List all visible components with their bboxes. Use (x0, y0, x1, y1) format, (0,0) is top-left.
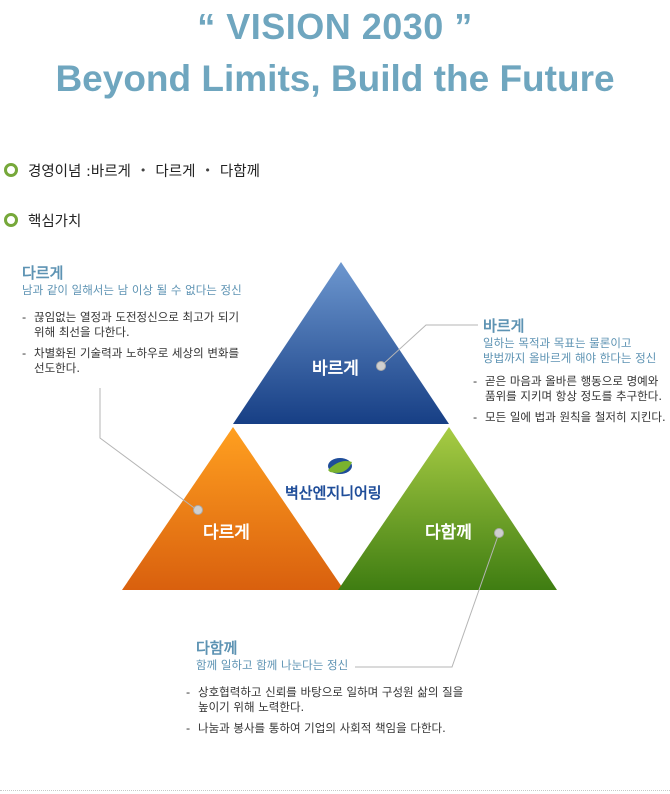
value-block-bareuge: 바르게 일하는 목적과 목표는 물론이고 방법까지 올바르게 해야 한다는 정신… (473, 316, 668, 425)
triangle-bareuge (233, 262, 449, 424)
bullet-ring-icon (4, 213, 18, 227)
vision-title: “ VISION 2030 ” (197, 6, 473, 47)
triangle-label-dareuge: 다르게 (203, 523, 250, 543)
value-item: - 끊임없는 열정과 도전정신으로 최고가 되기 위해 최선을 다한다. (22, 310, 240, 339)
value-block-dahamkke: 다함께 함께 일하고 함께 나눈다는 정신 - 상호협력하고 신뢰를 바탕으로 … (186, 638, 486, 736)
bullet-ring-icon (4, 163, 18, 177)
value-subtitle: 일하는 목적과 목표는 물론이고 방법까지 올바르게 해야 한다는 정신 (483, 336, 657, 365)
philosophy-label: 경영이념 : (28, 163, 91, 180)
value-subtitle: 남과 같이 일해서는 남 이상 될 수 없다는 정신 (22, 283, 242, 297)
triangle-dareuge (122, 427, 344, 590)
value-subtitle: 함께 일하고 함께 나눈다는 정신 (196, 658, 349, 672)
value-title: 다함께 (196, 639, 238, 657)
connector-dot-bareuge (376, 361, 386, 371)
value-item: - 차별화된 기술력과 노하우로 세상의 변화를 선도한다. (22, 346, 240, 375)
connector-dot-dahamkke (494, 528, 504, 538)
vision-slogan: Beyond Limits, Build the Future (55, 58, 615, 99)
company-logo-icon (328, 458, 352, 474)
value-block-dareuge: 다르게 남과 같이 일해서는 남 이상 될 수 없다는 정신 - 끊임없는 열정… (22, 263, 262, 376)
value-item: - 상호협력하고 신뢰를 바탕으로 일하며 구성원 삶의 질을 높이기 위해 노… (186, 685, 464, 714)
value-title: 다르게 (22, 264, 64, 282)
connector-dareuge (99, 388, 198, 511)
triangle-label-dahamkke: 다함께 (425, 522, 472, 543)
triangle-label-bareuge: 바르게 (312, 359, 359, 379)
value-title: 바르게 (483, 317, 525, 335)
core-values-label: 핵심가치 (28, 213, 82, 230)
company-logo-text: 벽산엔지니어링 (285, 484, 382, 502)
bullet-separator: • (204, 163, 211, 177)
value-item: - 나눔과 봉사를 통하여 기업의 사회적 책임을 다한다. (186, 721, 446, 735)
value-item: - 모든 일에 법과 원칙을 철저히 지킨다. (473, 410, 666, 424)
triangle-dahamkke (338, 427, 557, 590)
core-values-row: 핵심가치 (4, 210, 81, 230)
bullet-separator: • (139, 163, 147, 177)
philosophy-item: 바르게 (90, 163, 131, 180)
connector-bareuge (380, 324, 478, 367)
connector-dahamkke (355, 532, 500, 668)
bottom-divider (0, 790, 670, 791)
management-philosophy-row: 경영이념 : 바르게 • 다르게 • 다함께 (4, 160, 260, 180)
philosophy-item: 다르게 (155, 163, 196, 180)
value-item: - 곧은 마음과 올바른 행동으로 명예와 품위를 지키며 항상 정도를 추구한… (473, 374, 662, 403)
connector-dot-dareuge (193, 505, 203, 515)
philosophy-item: 다함께 (219, 163, 260, 180)
